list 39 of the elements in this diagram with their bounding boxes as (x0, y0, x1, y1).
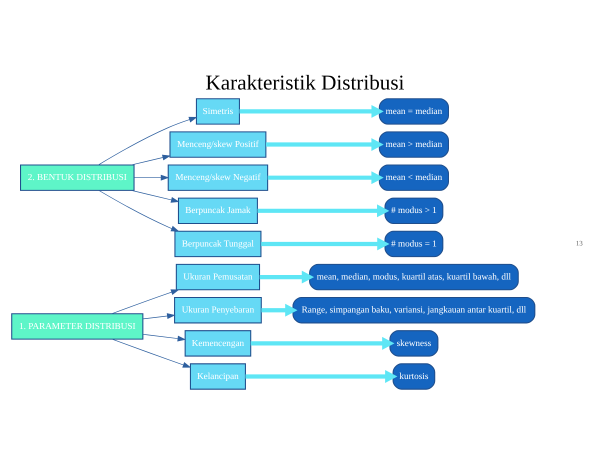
node-box: # modus > 1 (384, 198, 444, 224)
node-box: Menceng/skew Positif (169, 131, 266, 158)
diagram-title: Karakteristik Distribusi (206, 70, 404, 95)
arrow (260, 270, 314, 284)
arrow (112, 338, 192, 368)
node-box: Range, simpangan baku, variansi, jangkauan antar kuartil, dll (292, 297, 536, 324)
arrow (142, 334, 186, 342)
arrow (131, 190, 180, 203)
arrow (258, 204, 390, 218)
node-box: skewness (389, 330, 438, 357)
node-box: # modus = 1 (384, 230, 444, 258)
arrow (112, 289, 180, 314)
node-box: kurtosis (392, 363, 436, 390)
node-box: Simetris (196, 98, 240, 125)
arrow (268, 171, 384, 184)
node-box: 1. PARAMETER DISTRIBUSI (11, 313, 144, 340)
node-box: mean < median (378, 164, 449, 191)
arrow (98, 190, 180, 232)
node-box: 2. BENTUK DISTRIBUSI (20, 164, 135, 191)
arrow (131, 154, 171, 166)
node-box: mean, median, modus, kuartil atas, kuartil bawah, dll (309, 264, 519, 290)
arrow (142, 313, 176, 320)
arrow (239, 104, 384, 118)
node-box: mean = median (378, 98, 449, 125)
node-box: Berpuncak Jamak (178, 198, 258, 224)
arrow (246, 370, 398, 383)
arrow (250, 336, 394, 350)
arrow (261, 238, 390, 250)
node-box: Menceng/skew Negatif (168, 164, 268, 191)
arrow (261, 304, 298, 317)
arrow (266, 138, 384, 151)
node-box: Kemencengan (184, 330, 252, 357)
node-box: Ukuran Penyebaran (174, 297, 262, 324)
node-box: mean > median (378, 131, 449, 158)
node-box: Kelancipan (190, 363, 246, 390)
node-box: Berpuncak Tunggal (174, 230, 262, 258)
arrow (134, 174, 170, 181)
node-box: Ukuran Pemusatan (176, 264, 260, 290)
arrow (98, 116, 198, 166)
